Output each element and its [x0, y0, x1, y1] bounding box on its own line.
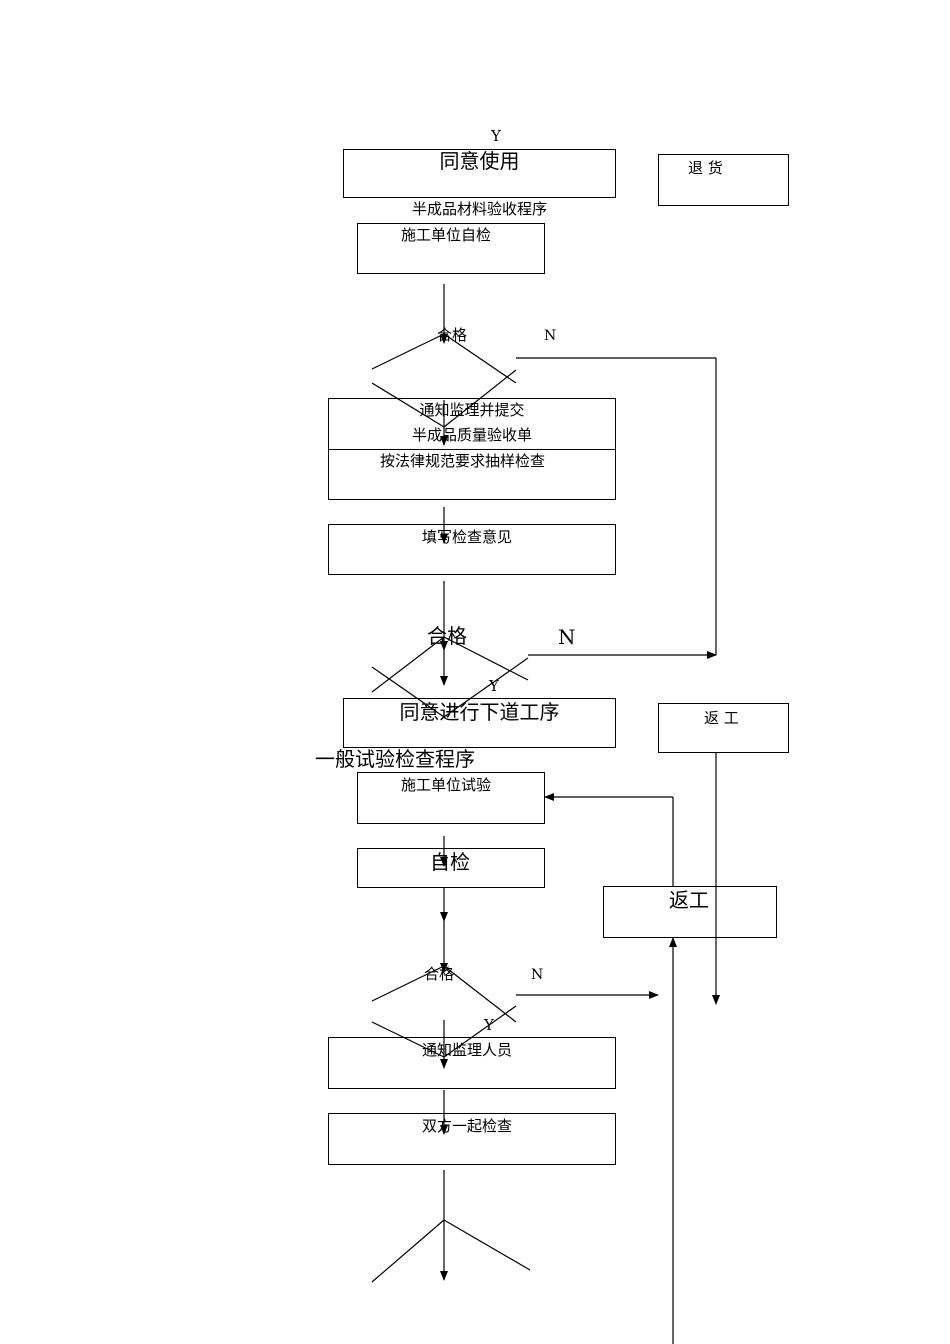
notify-supervisor-box-2 — [328, 1037, 616, 1089]
return-goods-box — [658, 154, 789, 206]
self-check-label: 施工单位自检 — [401, 226, 492, 244]
contractor-test-box — [357, 772, 545, 824]
sampling-box — [328, 449, 616, 500]
decision-2-yes-label: Y — [489, 677, 499, 695]
decision-3-yes-label: Y — [484, 1016, 494, 1034]
decision-3-stroke — [443, 965, 517, 1023]
decision-2-stroke — [371, 636, 445, 693]
decision-3-no-label: N — [531, 967, 544, 983]
decision-3-stroke — [443, 1005, 517, 1058]
decision-3-stroke — [371, 965, 445, 1002]
notify-line1: 通知监理并提交 — [419, 401, 525, 419]
rework-label-1: 返 工 — [704, 709, 739, 727]
agree-next-box — [343, 698, 616, 748]
joint-check-label: 双方一起检查 — [422, 1117, 513, 1135]
decision-4-stroke — [443, 1219, 531, 1271]
decision-2-no-label: N — [558, 625, 576, 649]
decision-1-stroke — [371, 333, 445, 370]
sampling-label: 按法律规范要求抽样检查 — [380, 452, 546, 470]
rework-box-1 — [658, 703, 789, 753]
decision-2-stroke — [443, 636, 529, 681]
agree-next-label: 同意进行下道工序 — [399, 700, 560, 724]
notify-line2: 半成品质量验收单 — [411, 426, 532, 444]
decision-2-stroke — [443, 657, 529, 718]
rework-box-2 — [603, 886, 777, 938]
agree-use-box — [343, 149, 616, 198]
yes-label: Y — [491, 127, 501, 145]
decision-1-no-label: N — [544, 328, 557, 344]
self-check-box — [357, 223, 545, 274]
joint-check-box — [328, 1113, 616, 1165]
section1-title: 半成品材料验收程序 — [412, 200, 548, 218]
fill-opinion-label: 填写检查意见 — [422, 528, 513, 546]
decision-2-label: 合格 — [427, 624, 467, 648]
decision-3-stroke — [371, 1021, 445, 1058]
decision-1-stroke — [371, 382, 445, 428]
decision-1-label: 合格 — [437, 326, 468, 344]
notify-supervisor-label: 通知监理人员 — [422, 1041, 513, 1059]
decision-4-stroke — [371, 1219, 445, 1283]
decision-1-stroke — [443, 333, 517, 384]
fill-opinion-box — [328, 524, 616, 575]
decision-3-label: 合格 — [424, 965, 455, 983]
section2-title: 一般试验检查程序 — [315, 747, 475, 771]
self-check-box-2 — [357, 848, 545, 888]
rework-label-2: 返工 — [669, 888, 709, 912]
return-goods-label: 退 货 — [688, 159, 723, 177]
decision-2-stroke — [371, 666, 445, 718]
contractor-test-label: 施工单位试验 — [401, 776, 492, 794]
self-check-label-2: 自检 — [430, 850, 470, 874]
agree-use-label: 同意使用 — [439, 149, 520, 173]
